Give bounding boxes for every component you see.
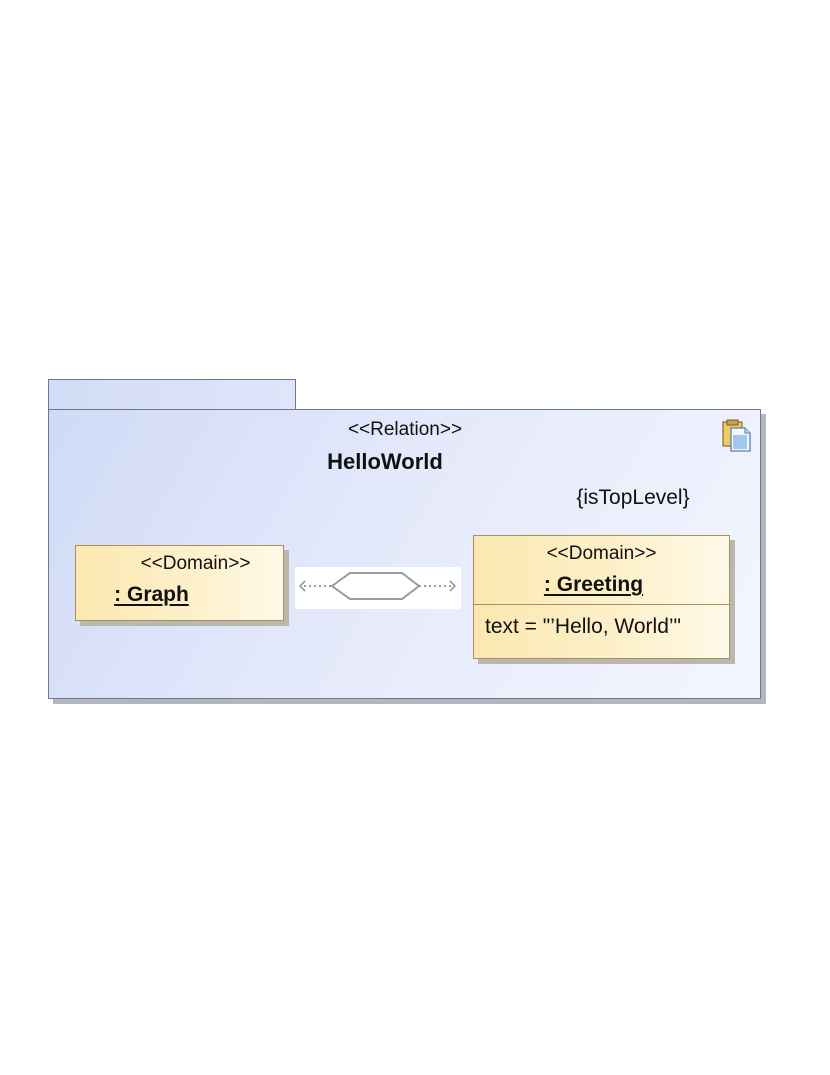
relation-stereotype: <<Relation>>	[347, 419, 463, 440]
relation-constraint: {isTopLevel}	[576, 486, 690, 509]
domain-graph-box[interactable]: <<Domain>> : Graph	[75, 545, 284, 621]
attribute-divider	[474, 604, 729, 605]
domain-name: : Graph	[114, 583, 189, 606]
relation-domain-connector[interactable]	[295, 567, 461, 609]
domain-greeting-box[interactable]: <<Domain>> : Greeting text = "’Hello, Wo…	[473, 535, 730, 659]
document-copy-icon	[722, 419, 751, 452]
domain-stereotype: <<Domain>>	[140, 553, 251, 574]
domain-name: : Greeting	[543, 573, 644, 596]
package-tab	[48, 379, 296, 410]
relation-name: HelloWorld	[327, 449, 443, 474]
domain-attribute: text = "’Hello, World’"	[485, 615, 682, 638]
domain-stereotype: <<Domain>>	[546, 543, 657, 564]
